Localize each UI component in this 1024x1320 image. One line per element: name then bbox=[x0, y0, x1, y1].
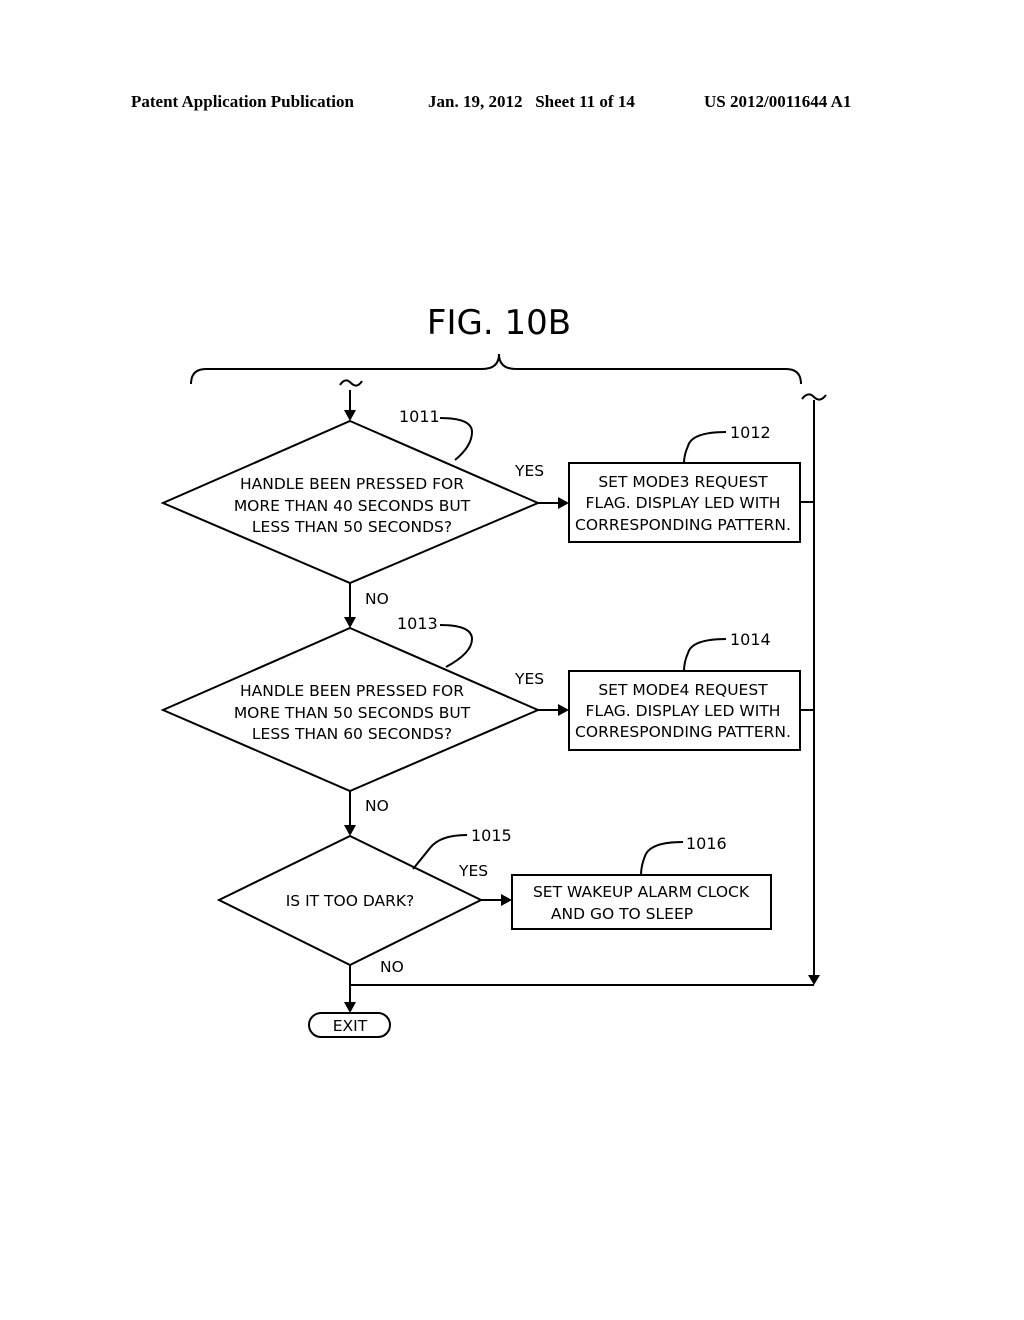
no-label-1015: NO bbox=[380, 958, 404, 976]
exit-label: EXIT bbox=[333, 1017, 368, 1035]
decision-1015-line-1: IS IT TOO DARK? bbox=[286, 892, 415, 910]
process-1014-line-3: CORRESPONDING PATTERN. bbox=[575, 723, 791, 741]
return-break-mark bbox=[801, 393, 827, 401]
no-arrowhead-1013 bbox=[344, 825, 356, 836]
leader-1011 bbox=[439, 417, 474, 461]
ref-1012: 1012 bbox=[730, 423, 771, 442]
decision-1013-line-2: MORE THAN 50 SECONDS BUT bbox=[234, 704, 471, 722]
yes-label-1013: YES bbox=[514, 670, 544, 688]
no-arrowhead-1011 bbox=[344, 617, 356, 628]
process-1016 bbox=[511, 874, 772, 930]
decision-1011-line-3: LESS THAN 50 SECONDS? bbox=[252, 518, 452, 536]
ref-1011: 1011 bbox=[399, 407, 440, 426]
ref-1016: 1016 bbox=[686, 834, 727, 853]
yes-arrowhead-1013 bbox=[558, 704, 569, 716]
process-1012-line-1: SET MODE3 REQUEST bbox=[598, 473, 768, 491]
no-label-1011: NO bbox=[365, 590, 389, 608]
leader-1014 bbox=[683, 638, 727, 672]
leader-1012 bbox=[683, 431, 727, 464]
leader-1013 bbox=[439, 624, 474, 668]
top-brace bbox=[190, 353, 802, 385]
no-label-1013: NO bbox=[365, 797, 389, 815]
exit-arrowhead bbox=[344, 1002, 356, 1013]
figure-title: FIG. 10B bbox=[427, 303, 571, 343]
process-1014-line-1: SET MODE4 REQUEST bbox=[598, 681, 768, 699]
decision-1011-line-1: HANDLE BEEN PRESSED FOR bbox=[240, 475, 464, 493]
header-date-sheet: Jan. 19, 2012 Sheet 11 of 14 bbox=[428, 92, 635, 111]
leader-1016 bbox=[640, 841, 684, 876]
ref-1015: 1015 bbox=[471, 826, 512, 845]
process-1016-line-1: SET WAKEUP ALARM CLOCK bbox=[533, 883, 750, 901]
return-arrowhead bbox=[808, 975, 820, 985]
yes-arrowhead-1011 bbox=[558, 497, 569, 509]
header-patent-number: US 2012/0011644 A1 bbox=[704, 92, 851, 111]
yes-label-1015: YES bbox=[458, 862, 488, 880]
process-1014-line-2: FLAG. DISPLAY LED WITH bbox=[586, 702, 781, 720]
header-publication: Patent Application Publication bbox=[131, 92, 354, 111]
yes-label-1011: YES bbox=[514, 462, 544, 480]
decision-1013-line-3: LESS THAN 60 SECONDS? bbox=[252, 725, 452, 743]
entry-break-mark bbox=[339, 379, 363, 387]
process-1012-line-2: FLAG. DISPLAY LED WITH bbox=[586, 494, 781, 512]
yes-arrowhead-1015 bbox=[501, 894, 512, 906]
process-1012-line-3: CORRESPONDING PATTERN. bbox=[575, 516, 791, 534]
entry-arrowhead bbox=[344, 410, 356, 421]
decision-1011-line-2: MORE THAN 40 SECONDS BUT bbox=[234, 497, 471, 515]
leader-1015 bbox=[412, 834, 468, 870]
ref-1014: 1014 bbox=[730, 630, 771, 649]
process-1016-line-2: AND GO TO SLEEP bbox=[551, 905, 693, 923]
exit-terminal bbox=[308, 1012, 391, 1038]
ref-1013: 1013 bbox=[397, 614, 438, 633]
decision-1013-line-1: HANDLE BEEN PRESSED FOR bbox=[240, 682, 464, 700]
